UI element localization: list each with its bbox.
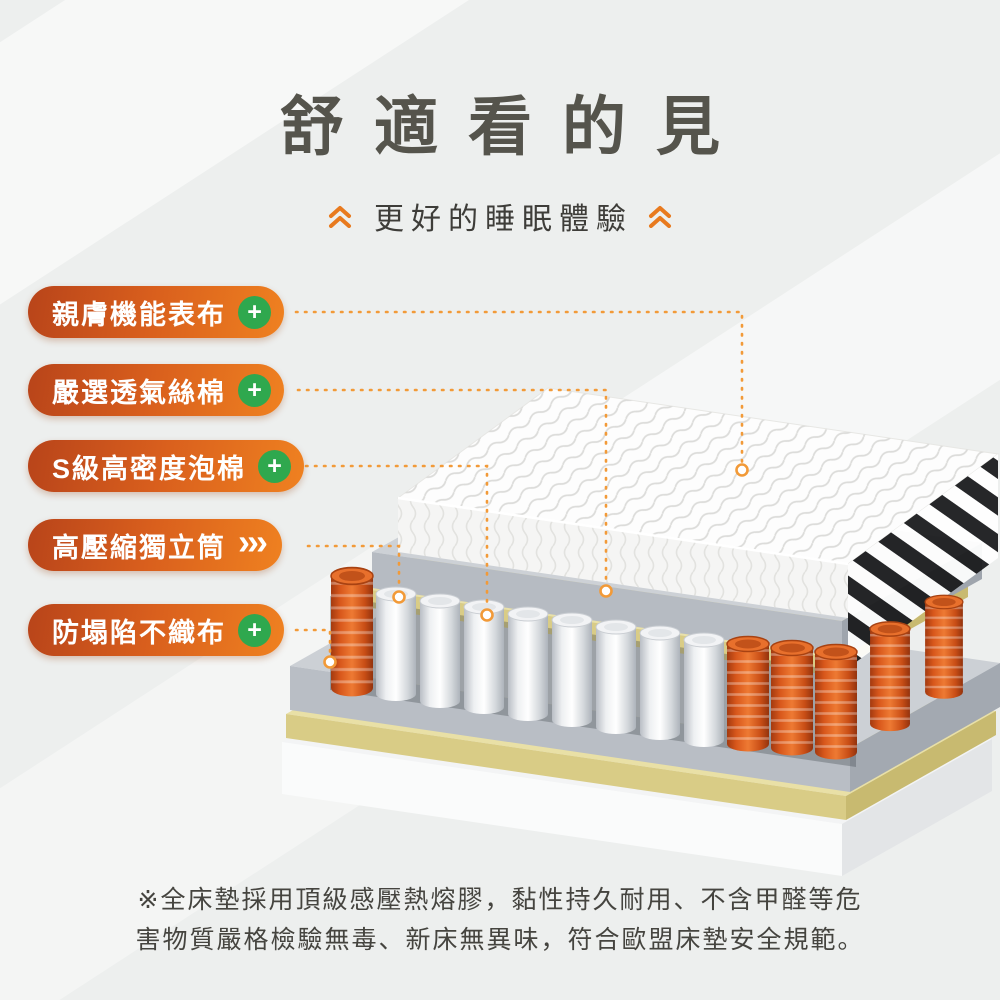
callout-endpoints (323, 463, 749, 669)
callout-label: S級高密度泡棉 (52, 453, 247, 484)
double-chevron-icon (649, 206, 671, 228)
double-chevron-icon (329, 206, 351, 228)
callout-springs: 高壓縮獨立筒 ››› (28, 519, 282, 571)
header: 舒適看的見 更好的睡眠體驗 (0, 76, 1000, 238)
callout-top-fabric: 親膚機能表布 + (28, 286, 284, 338)
triple-chevron-icon: ››› (238, 521, 268, 562)
plus-icon: + (238, 295, 271, 329)
callout-silk-cotton: 嚴選透氣絲棉 + (28, 364, 284, 416)
callout-label: 嚴選透氣絲棉 (52, 377, 226, 408)
callout-non-woven: 防塌陷不織布 + (28, 604, 284, 656)
subtitle: 更好的睡眠體驗 (374, 203, 633, 236)
plus-icon: + (258, 449, 292, 483)
callout-foam: S級高密度泡棉 + (28, 440, 305, 492)
page-title: 舒適看的見 (280, 91, 750, 163)
plus-icon: + (238, 373, 271, 407)
striped-side-band (848, 454, 998, 668)
plus-icon: + (238, 613, 271, 647)
top-fabric-layer (396, 387, 1000, 668)
callout-label: 防塌陷不織布 (52, 617, 226, 648)
callout-label: 高壓縮獨立筒 (52, 532, 226, 563)
footnote: ※全床墊採用頂級感壓熱熔膠，黏性持久耐用、不含甲醛等危 害物質嚴格檢驗無毒、新床… (0, 880, 1000, 960)
callout-lines (294, 310, 744, 656)
footnote-line-2: 害物質嚴格檢驗無毒、新床無異味，符合歐盟床墊安全規範。 (135, 926, 865, 954)
subtitle-row: 更好的睡眠體驗 (0, 194, 1000, 238)
footnote-line-1: ※全床墊採用頂級感壓熱熔膠，黏性持久耐用、不含甲醛等危 (137, 886, 863, 914)
spring-shadow (330, 596, 856, 767)
callout-label: 親膚機能表布 (52, 299, 226, 330)
